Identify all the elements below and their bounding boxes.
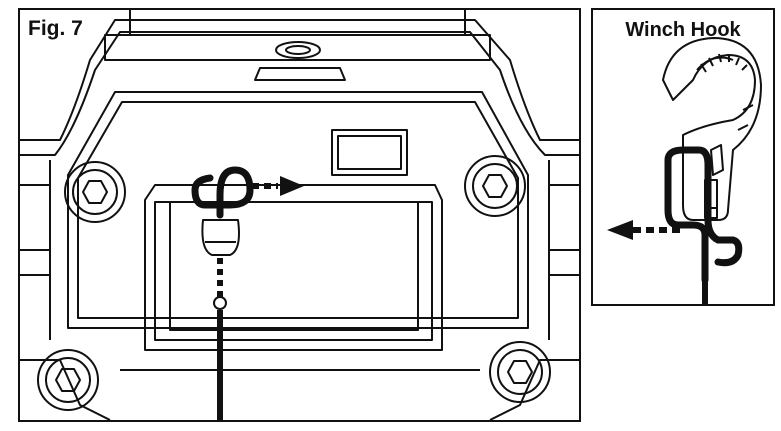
bolt-upper-left [64, 161, 126, 223]
cable-opening [144, 184, 443, 351]
inset-title: Winch Hook [625, 19, 741, 41]
bolt-upper-right [464, 155, 526, 217]
housing-outline [20, 19, 579, 141]
rectangular-cutout [331, 129, 408, 176]
top-recess [275, 41, 321, 59]
figure-panel: Fig. 7 [18, 8, 581, 422]
top-slot [254, 67, 346, 81]
rear-plate [67, 91, 529, 329]
hook-body [662, 37, 762, 221]
figure-label: Fig. 7 [28, 17, 83, 40]
winch-mount-drawing [20, 10, 579, 420]
winch-hook-drawing [607, 37, 762, 304]
winch-hook-inset: Winch Hook [591, 8, 775, 306]
bolt-lower-right [489, 341, 551, 403]
cable-guide-hole [213, 296, 227, 310]
hook-cable-loop [664, 146, 743, 284]
hook-pull-direction-arrow-icon [607, 220, 633, 240]
pull-direction-arrow-icon [280, 176, 304, 196]
cable-loop [191, 166, 254, 219]
cable-ferrule [201, 219, 240, 256]
bolt-lower-left [37, 349, 99, 411]
hook-latch [710, 144, 724, 176]
